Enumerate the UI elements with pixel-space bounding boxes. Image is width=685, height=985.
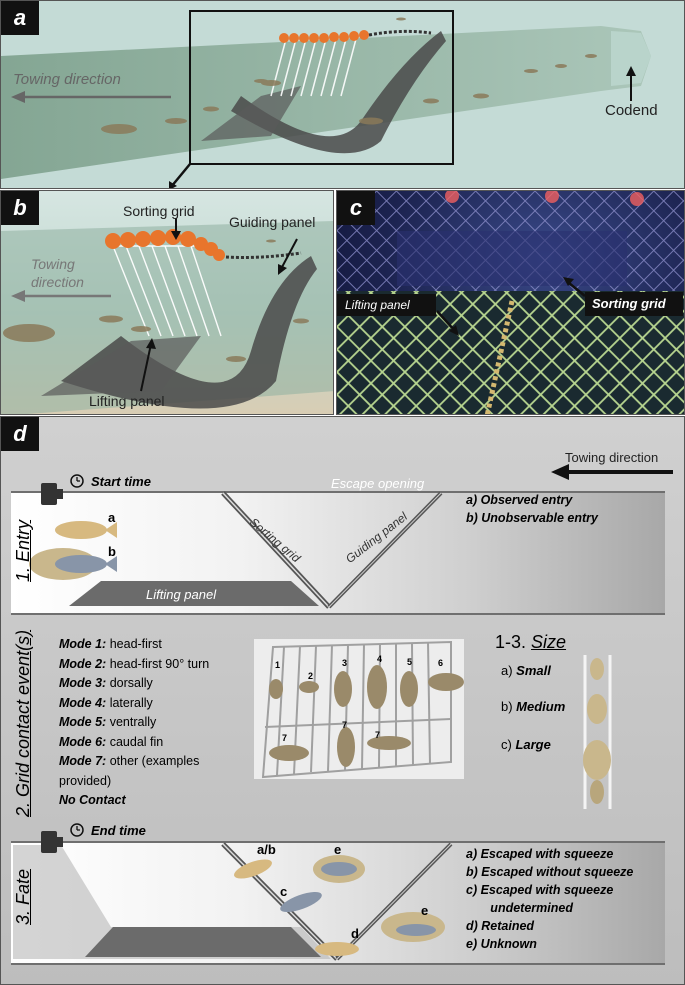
guiding-panel-label: Guiding panel: [229, 214, 316, 230]
fate-option: undetermined: [466, 901, 573, 915]
towing-direction-label-1: Towing: [31, 256, 75, 272]
entry-option: b) Unobservable entry: [466, 511, 598, 525]
grid-number: 7: [375, 730, 381, 740]
panel-b-tag: b: [1, 191, 39, 225]
grid-number: 2: [308, 671, 314, 681]
panel-c-tag: c: [337, 191, 375, 225]
underwater-photo-illustration: [337, 191, 684, 414]
size-item-large: c) Large: [501, 737, 551, 752]
panel-a: a Towing direction Codend: [0, 0, 685, 189]
lifting-panel-photo-label: Lifting panel: [345, 298, 410, 312]
size-item-medium: b) Medium: [501, 699, 566, 714]
start-time-label: Start time: [91, 474, 151, 489]
panel-d-tag: d: [1, 417, 39, 451]
mode-line: provided): [59, 773, 112, 788]
lifting-panel-diag-label: Lifting panel: [146, 587, 217, 602]
grid-number: 7: [282, 733, 288, 743]
grid-number: 3: [342, 658, 348, 668]
size-diagram: [583, 655, 612, 809]
grid-number: 1: [275, 660, 281, 670]
panel-a-tag: a: [1, 1, 39, 35]
mode-line: Mode 3: dorsally: [59, 676, 153, 690]
fate-options: a) Escaped with squeeze b) Escaped witho…: [466, 845, 633, 953]
panel-c: c Lifting panel Sorting grid: [336, 190, 685, 415]
fate-option: b) Escaped without squeeze: [466, 865, 634, 879]
towing-direction-label-d: Towing direction: [565, 450, 659, 465]
trawl-net-illustration: [1, 10, 651, 188]
mode-line: Mode 7: other (examples: [59, 754, 200, 768]
panel-d: d Towing direction Start time Escape ope…: [0, 416, 685, 985]
entry-fish-b-label: b: [108, 544, 116, 559]
fate-option: e) Unknown: [466, 937, 537, 951]
entry-option: a) Observed entry: [466, 493, 573, 507]
lifting-panel-label: Lifting panel: [89, 393, 165, 409]
contact-grid-diagram: [261, 640, 464, 779]
sorting-grid-label: Sorting grid: [123, 203, 195, 219]
grid-number: 5: [407, 657, 413, 667]
grid-number: 4: [377, 654, 383, 664]
panel-b: b Sorting grid Guiding panel Towing dire…: [0, 190, 334, 415]
fate-title: 3. Fate: [13, 868, 33, 925]
grid-closeup-illustration: [1, 218, 333, 414]
escape-opening-label: Escape opening: [331, 476, 425, 491]
fate-fish-c-label: c: [280, 884, 288, 899]
entry-diagram: [29, 474, 443, 609]
entry-fish-a-label: a: [108, 510, 116, 525]
towing-direction-label: Towing direction: [13, 71, 121, 88]
mode-line: Mode 1: head-first: [59, 637, 162, 651]
grid-number: 6: [438, 658, 444, 668]
fate-fish-d-label: d: [351, 926, 359, 941]
contact-modes: Mode 1: head-first Mode 2: head-first 90…: [59, 635, 209, 811]
fate-option: c) Escaped with squeeze: [466, 883, 614, 897]
mode-line: Mode 5: ventrally: [59, 715, 157, 729]
mode-line: No Contact: [59, 793, 126, 807]
fate-option: d) Retained: [466, 919, 535, 933]
zoom-box: [189, 10, 454, 165]
end-time-label: End time: [91, 823, 146, 838]
mode-line: Mode 2: head-first 90° turn: [59, 656, 210, 671]
fate-fish-e1-label: e: [334, 842, 342, 857]
size-item-small: a) Small: [501, 663, 551, 678]
grid-number: 7: [342, 720, 348, 730]
sorting-grid-photo-label: Sorting grid: [592, 296, 666, 311]
fate-diagram: [13, 823, 453, 961]
towing-direction-label-2: direction: [31, 274, 84, 290]
entry-options: a) Observed entry b) Unobservable entry: [466, 491, 598, 527]
mode-line: Mode 6: caudal fin: [59, 734, 164, 749]
mode-line: Mode 4: laterally: [59, 695, 153, 710]
size-title: 1-3. Size: [495, 632, 567, 652]
fate-fish-e2-label: e: [421, 903, 429, 918]
codend-label: Codend: [605, 102, 658, 119]
fate-fish-ab-label: a/b: [257, 842, 276, 857]
fate-option: a) Escaped with squeeze: [466, 847, 614, 861]
